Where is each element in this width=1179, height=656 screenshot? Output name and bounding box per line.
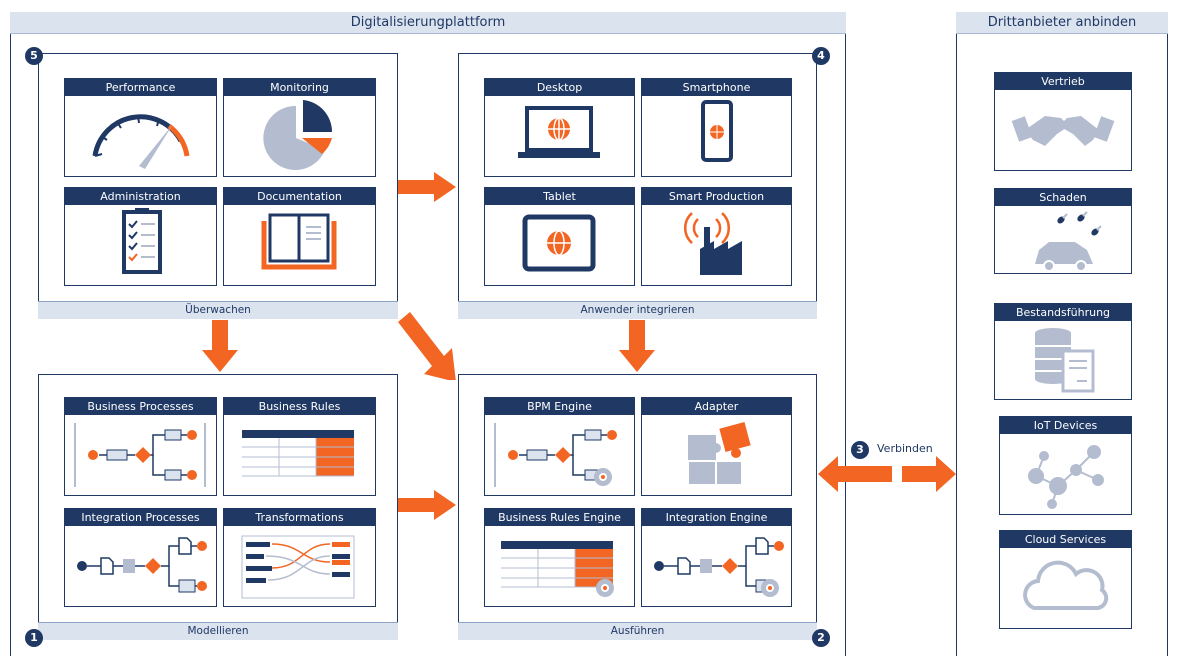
rules-table-icon xyxy=(242,430,354,477)
section-model xyxy=(38,374,398,640)
card-smart-production-title: Smart Production xyxy=(642,188,791,205)
card-bpm-engine-title: BPM Engine xyxy=(485,398,634,415)
smartphone-icon xyxy=(701,100,733,162)
arrow-model-to-execute xyxy=(398,490,456,520)
card-iot-devices[interactable]: IoT Devices xyxy=(999,416,1132,515)
card-business-rules[interactable]: Business Rules xyxy=(223,397,376,496)
third-party-title: Drittanbieter anbinden xyxy=(956,12,1168,34)
card-integration-processes[interactable]: Integration Processes xyxy=(64,508,217,607)
book-icon xyxy=(261,213,337,270)
arrow-monitor-to-execute xyxy=(398,312,456,380)
card-desktop-title: Desktop xyxy=(485,79,634,96)
tablet-icon xyxy=(522,214,596,272)
card-schaden-title: Schaden xyxy=(995,189,1131,206)
car-damage-icon xyxy=(1035,211,1102,272)
card-business-rules-title: Business Rules xyxy=(224,398,375,415)
card-smartphone-title: Smartphone xyxy=(642,79,791,96)
card-documentation[interactable]: Documentation xyxy=(223,187,376,286)
integration-engine-icon xyxy=(654,537,784,597)
platform-title: Digitalisierungplattform xyxy=(10,12,846,34)
card-bestandsfuehrung-title: Bestandsführung xyxy=(995,304,1131,321)
step-badge-4: 4 xyxy=(812,47,830,65)
card-monitoring[interactable]: Monitoring xyxy=(223,78,376,177)
puzzle-icon xyxy=(687,422,751,486)
step-badge-2: 2 xyxy=(812,629,830,647)
card-schaden[interactable]: Schaden xyxy=(994,188,1132,274)
section-monitor-footer: Überwachen xyxy=(38,301,398,319)
card-tablet-title: Tablet xyxy=(485,188,634,205)
card-adapter[interactable]: Adapter xyxy=(641,397,792,496)
card-integration-processes-title: Integration Processes xyxy=(65,509,216,526)
card-bpm-engine[interactable]: BPM Engine xyxy=(484,397,635,496)
card-business-processes-title: Business Processes xyxy=(65,398,216,415)
card-integration-engine-title: Integration Engine xyxy=(642,509,791,526)
section-monitor xyxy=(38,53,398,319)
arrow-connect-bidirectional xyxy=(818,456,956,492)
arrow-monitor-to-model xyxy=(202,320,238,372)
card-business-rules-engine[interactable]: Business Rules Engine xyxy=(484,508,635,607)
arrow-users-to-execute xyxy=(619,320,655,372)
card-adapter-title: Adapter xyxy=(642,398,791,415)
cloud-icon xyxy=(1023,560,1109,610)
card-bestandsfuehrung[interactable]: Bestandsführung xyxy=(994,303,1132,400)
section-execute xyxy=(458,374,817,640)
third-party-frame xyxy=(956,12,1168,656)
card-transformations-title: Transformations xyxy=(224,509,375,526)
card-cloud-services-title: Cloud Services xyxy=(1000,531,1131,548)
iot-network-icon xyxy=(1028,445,1104,509)
card-tablet[interactable]: Tablet xyxy=(484,187,635,286)
card-smart-production[interactable]: Smart Production xyxy=(641,187,792,286)
step-badge-1: 1 xyxy=(25,629,43,647)
bpm-engine-icon xyxy=(494,423,617,487)
handshake-icon xyxy=(1011,116,1115,146)
card-administration[interactable]: Administration xyxy=(64,187,217,286)
step-badge-3: 3 xyxy=(851,441,869,459)
card-monitoring-title: Monitoring xyxy=(224,79,375,96)
pie-chart-icon xyxy=(263,100,333,170)
factory-signal-icon xyxy=(683,212,742,275)
section-users-footer: Anwender integrieren xyxy=(458,301,817,319)
card-administration-title: Administration xyxy=(65,188,216,205)
arrow-monitor-to-users xyxy=(398,172,456,202)
mapping-icon xyxy=(241,535,355,599)
card-documentation-title: Documentation xyxy=(224,188,375,205)
card-transformations[interactable]: Transformations xyxy=(223,508,376,607)
section-execute-footer: Ausführen xyxy=(458,622,817,640)
card-business-rules-engine-title: Business Rules Engine xyxy=(485,509,634,526)
card-desktop[interactable]: Desktop xyxy=(484,78,635,177)
process-flow-icon xyxy=(74,423,206,487)
card-vertrieb-title: Vertrieb xyxy=(995,73,1131,90)
integration-flow-icon xyxy=(77,537,207,593)
section-users xyxy=(458,53,817,319)
card-performance[interactable]: Performance xyxy=(64,78,217,177)
rules-engine-icon xyxy=(501,541,614,597)
card-cloud-services[interactable]: Cloud Services xyxy=(999,530,1132,629)
platform-frame xyxy=(10,12,846,656)
checklist-icon xyxy=(122,208,162,274)
card-vertrieb[interactable]: Vertrieb xyxy=(994,72,1132,171)
card-iot-devices-title: IoT Devices xyxy=(1000,417,1131,434)
card-performance-title: Performance xyxy=(65,79,216,96)
card-integration-engine[interactable]: Integration Engine xyxy=(641,508,792,607)
card-business-processes[interactable]: Business Processes xyxy=(64,397,217,496)
connect-label: Verbinden xyxy=(877,442,933,455)
gauge-icon xyxy=(92,114,190,169)
section-model-footer: Modellieren xyxy=(38,622,398,640)
database-document-icon xyxy=(1035,328,1095,393)
card-smartphone[interactable]: Smartphone xyxy=(641,78,792,177)
step-badge-5: 5 xyxy=(25,47,43,65)
laptop-icon xyxy=(518,106,600,158)
